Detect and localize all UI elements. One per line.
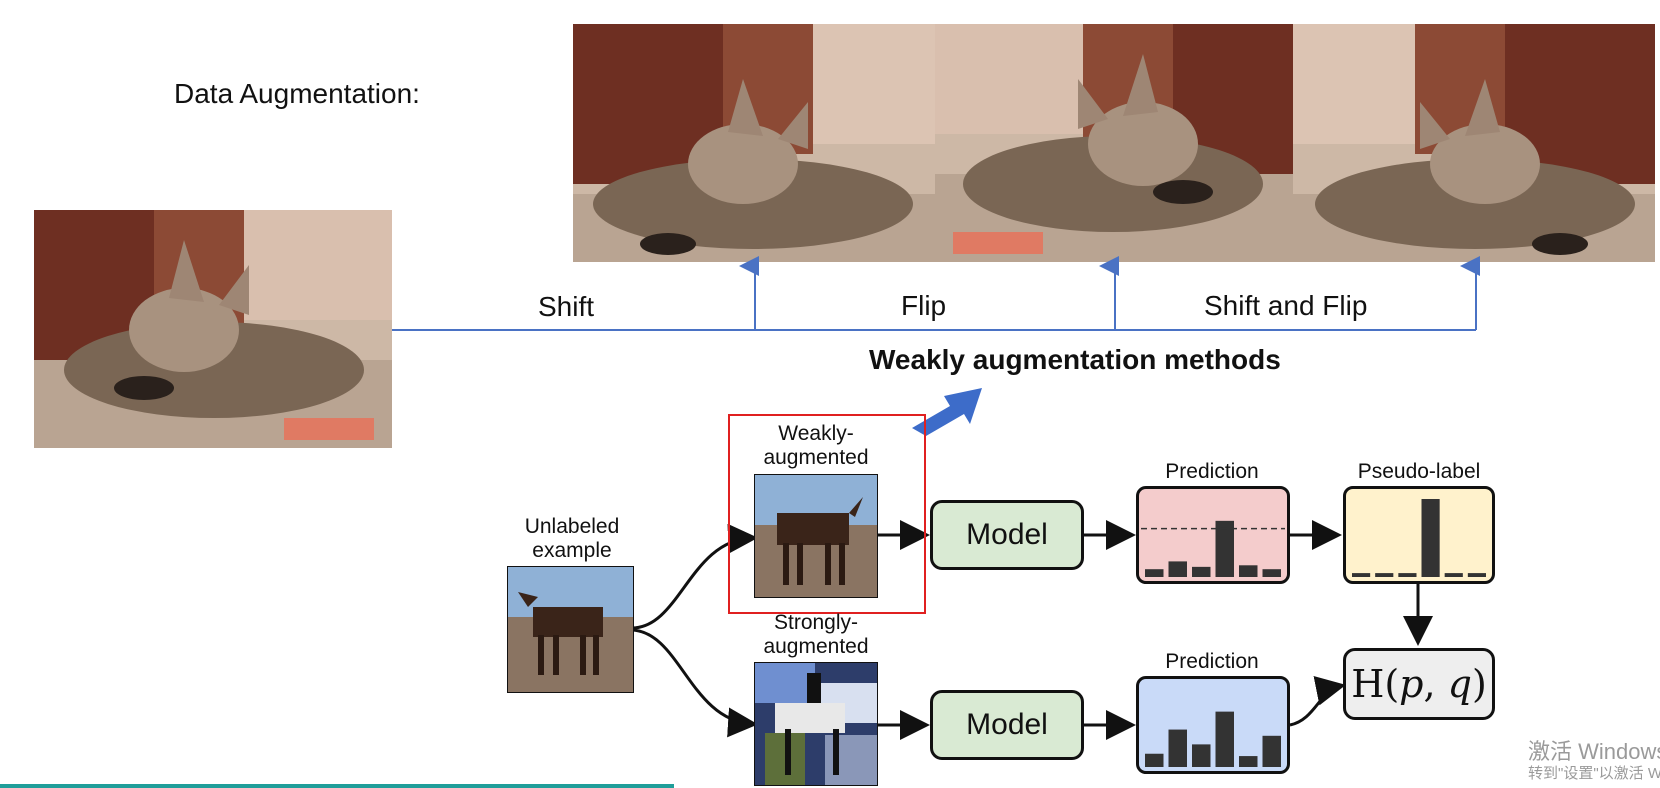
strong-prediction-chart xyxy=(1136,676,1290,774)
activation-watermark-subtitle: 转到"设置"以激活 W xyxy=(1528,765,1660,782)
strongly-augmented-horse-image xyxy=(754,662,878,786)
page-title: Data Augmentation: xyxy=(174,78,420,109)
shifted-cat-image xyxy=(573,24,935,262)
strong-prediction-bar xyxy=(1145,753,1164,767)
pseudo-label-bar xyxy=(1444,573,1463,577)
weak-prediction-chart xyxy=(1136,486,1290,584)
cross-entropy-loss-box: H(p, q) xyxy=(1343,648,1495,720)
weak-prediction-bar xyxy=(1145,569,1164,577)
flipped-cat-image xyxy=(935,24,1293,262)
weakly-augmented-label: Weakly- augmented xyxy=(763,422,869,469)
unlabeled-example-label: Unlabeled example xyxy=(524,515,620,562)
weak-prediction-label: Prediction xyxy=(1165,460,1259,483)
pseudo-label-bar xyxy=(1421,499,1440,577)
pseudo-label-bar xyxy=(1467,573,1486,577)
pseudo-label-label: Pseudo-label xyxy=(1357,460,1481,483)
weak-prediction-bar xyxy=(1168,561,1187,577)
video-progress-bar[interactable] xyxy=(0,784,674,788)
strong-prediction-bar xyxy=(1192,744,1211,767)
weak-prediction-bar xyxy=(1215,520,1234,577)
weakly-augmented-horse-image xyxy=(754,474,878,598)
strong-prediction-label: Prediction xyxy=(1165,650,1259,673)
original-cat-image xyxy=(34,210,392,448)
loss-q: q xyxy=(1447,662,1472,706)
strongly-augmented-label: Strongly- augmented xyxy=(763,611,869,658)
pseudo-label-bar xyxy=(1352,573,1371,577)
loss-p: p xyxy=(1399,662,1424,706)
weak-methods-heading: Weakly augmentation methods xyxy=(869,344,1281,375)
strong-model-box: Model xyxy=(930,690,1084,760)
highlight-arrow-icon xyxy=(912,388,982,436)
pseudo-label-bar xyxy=(1398,573,1417,577)
strong-prediction-bar xyxy=(1168,729,1187,767)
strong-prediction-bar xyxy=(1262,735,1281,767)
shift-and-flip-label: Shift and Flip xyxy=(1204,290,1368,321)
strong-prediction-bar xyxy=(1239,756,1258,767)
pseudo-label-bar xyxy=(1375,573,1394,577)
unlabeled-horse-image xyxy=(507,566,634,693)
shift-label: Shift xyxy=(538,291,595,322)
weak-model-box: Model xyxy=(930,500,1084,570)
weak-augmentation-highlight-frame xyxy=(728,414,926,614)
weak-prediction-bar xyxy=(1239,565,1258,577)
flip-label: Flip xyxy=(901,290,947,321)
weak-prediction-bar xyxy=(1262,569,1281,577)
activation-watermark-title: 激活 Windows xyxy=(1528,739,1660,764)
weak-prediction-bar xyxy=(1192,566,1211,577)
strong-prediction-bar xyxy=(1215,711,1234,767)
pseudo-label-chart xyxy=(1343,486,1495,584)
shifted-flipped-cat-image xyxy=(1293,24,1655,262)
